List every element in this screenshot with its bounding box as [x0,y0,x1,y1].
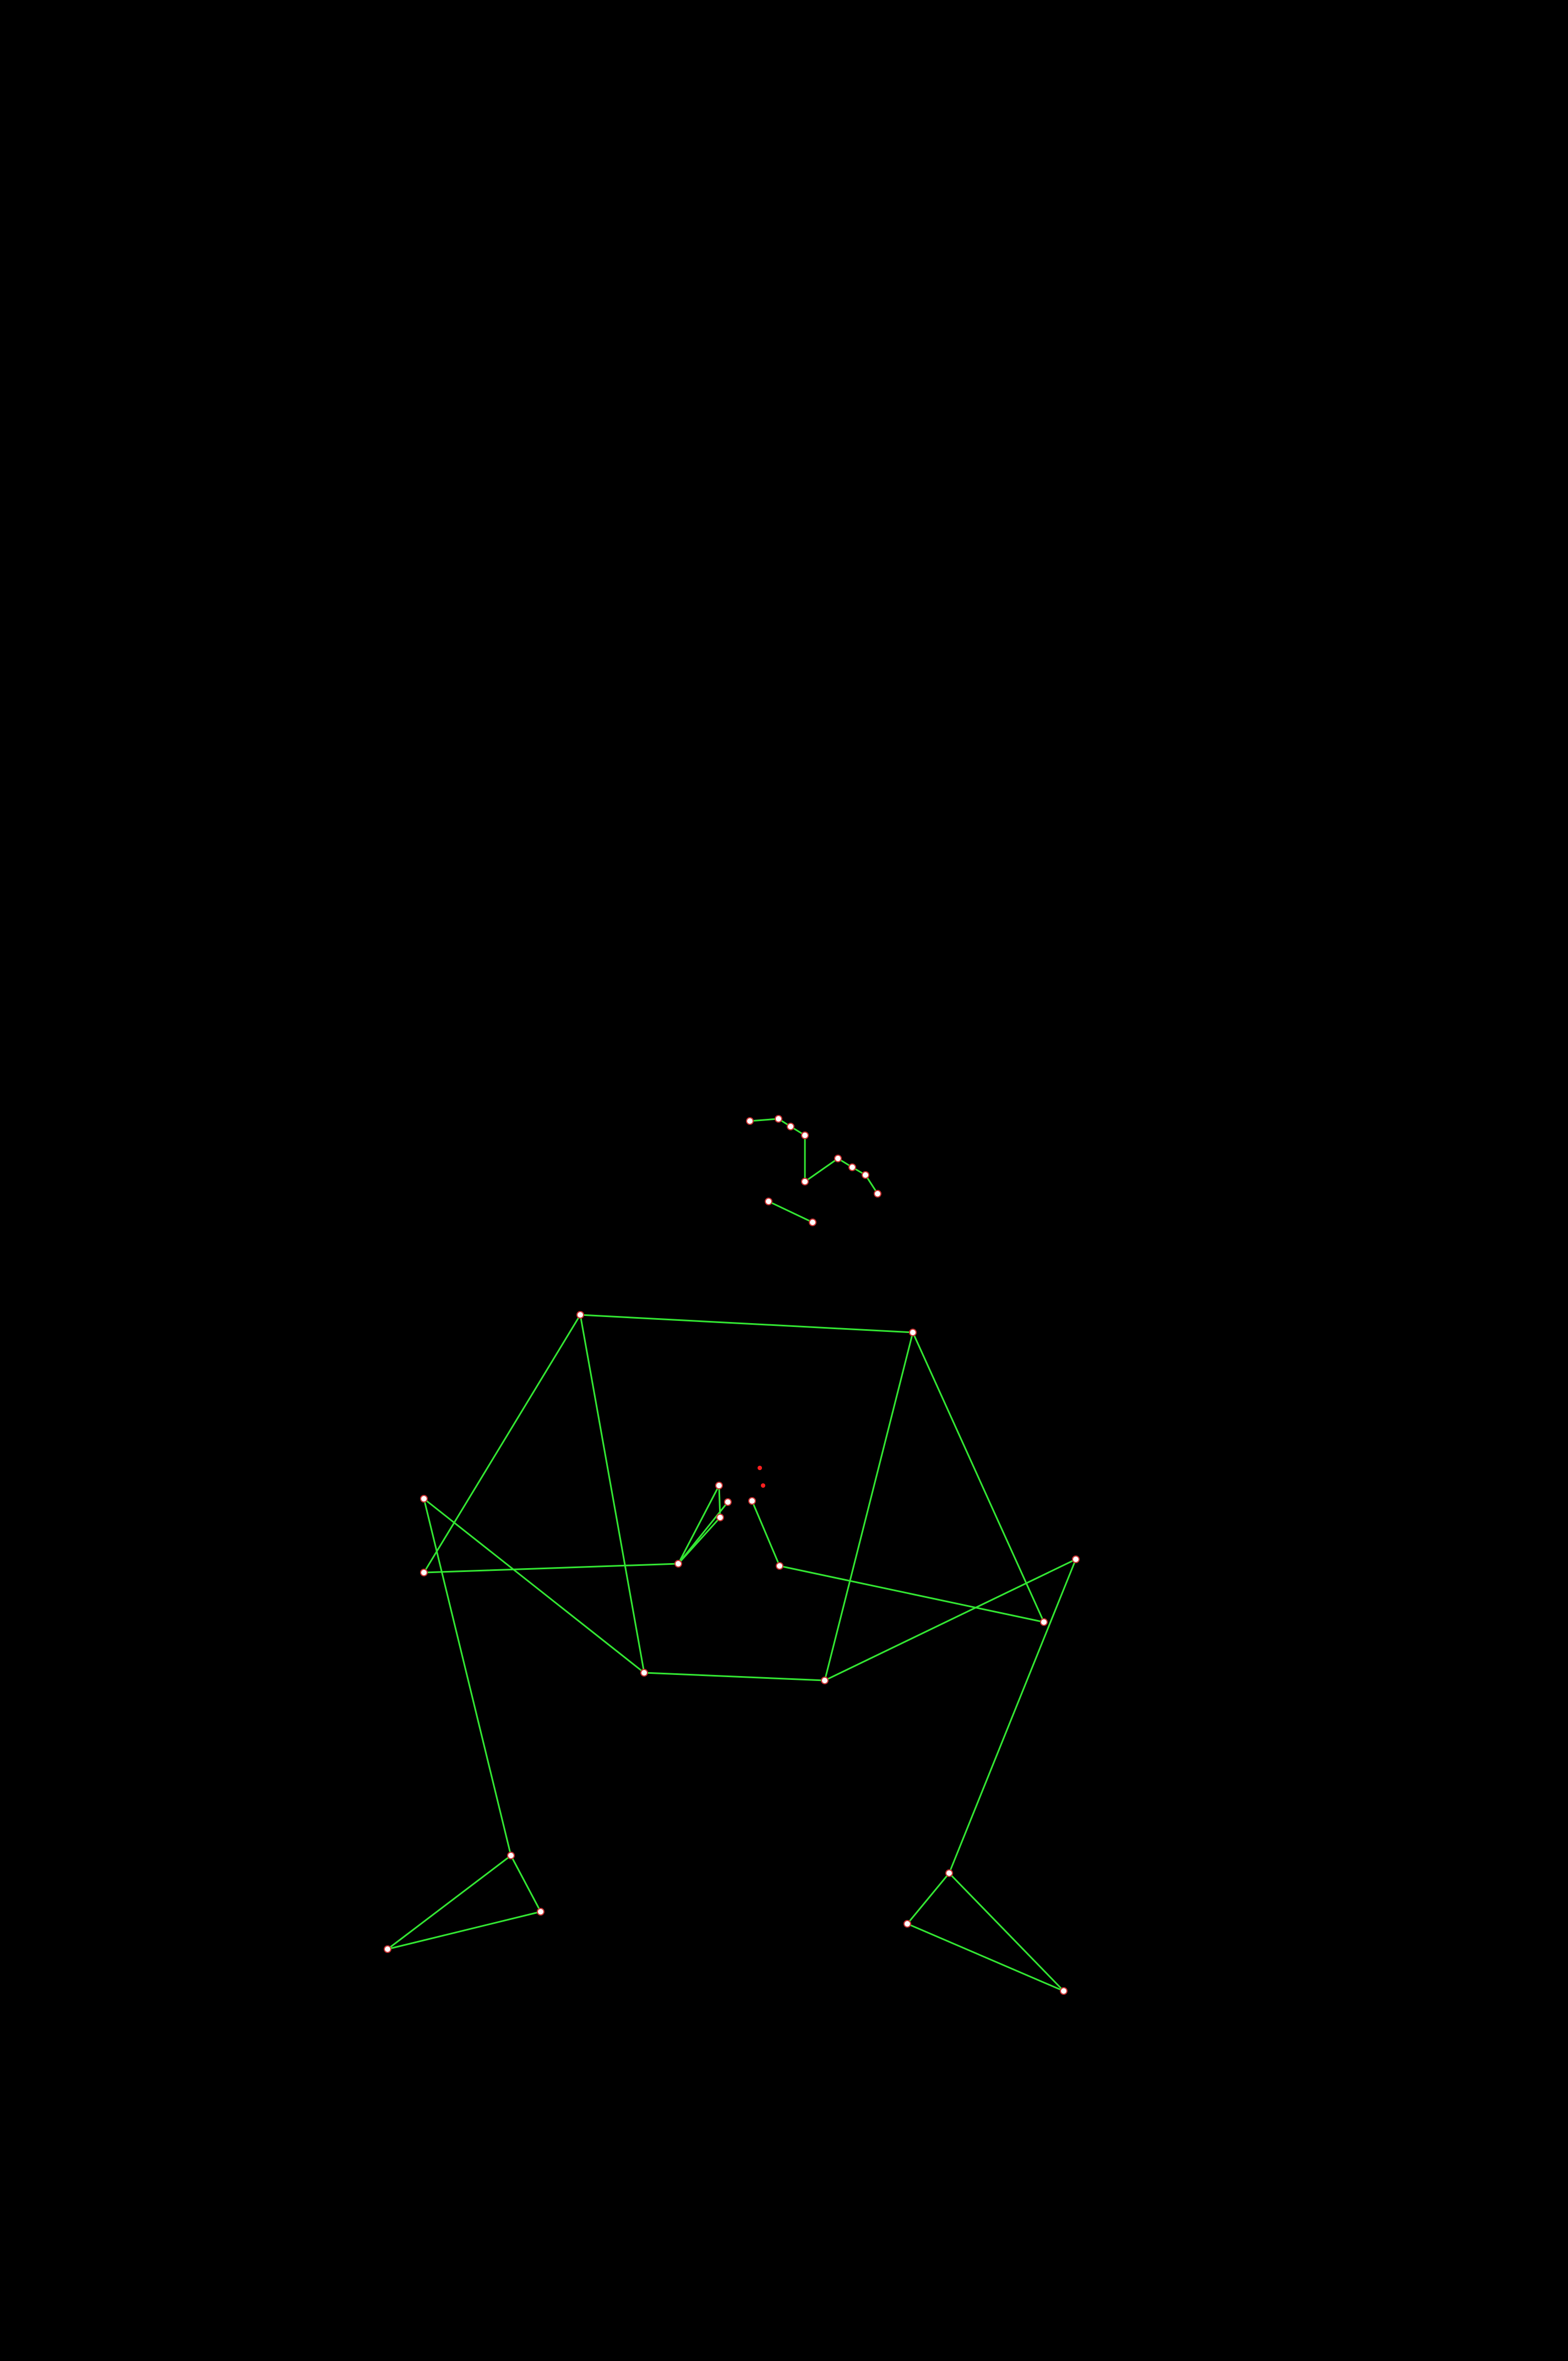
bone-mouth-left-to-mouth-right [767,1200,814,1223]
stray-point-stray-1 [758,1466,762,1470]
joint-left-shoulder [576,1311,584,1319]
bone-left-shoulder-to-left-elbow [423,1314,581,1574]
bone-face-5-to-face-6 [804,1157,839,1183]
bone-left-ankle-to-left-heel [510,1854,542,1913]
bone-right-heel-to-right-foot-index [906,1923,1065,1992]
bone-left-wrist-to-left-hand-tip-3 [677,1516,721,1565]
joint-face-8 [862,1171,869,1179]
joint-right-hip [821,1677,829,1684]
stray-point-stray-2 [761,1483,765,1488]
bone-right-elbow-to-right-wrist [778,1565,1045,1623]
joint-right-elbow [1040,1618,1048,1626]
bone-left-wrist-to-left-hand-tip-1 [677,1484,720,1565]
joints-layer [384,1115,1080,1995]
bone-right-hip-to-right-knee [824,1558,1077,1682]
joint-face-4 [801,1131,809,1139]
bone-left-hip-to-right-hip [643,1672,826,1682]
bone-left-elbow-to-left-wrist [423,1563,679,1574]
joint-right-wrist [776,1562,783,1570]
joint-face-9 [874,1190,881,1198]
bone-left-shoulder-to-right-shoulder [579,1314,914,1334]
joint-left-wrist [674,1560,682,1568]
joint-left-hand-tip-2 [724,1498,732,1506]
bone-left-heel-to-left-foot-index [386,1911,542,1950]
joint-left-hand-tip-1 [715,1482,723,1489]
joint-right-heel [903,1920,911,1928]
bone-left-hand-tip-1-to-left-hand-tip-3 [718,1484,721,1519]
bone-right-shoulder-to-right-elbow [912,1331,1045,1623]
joint-face-2 [775,1115,782,1123]
joint-left-foot-index [384,1945,391,1953]
bones-layer [386,1118,1077,1992]
bone-left-knee-to-left-ankle [423,1498,512,1857]
joint-right-knee [1072,1555,1080,1563]
joint-face-1 [746,1117,754,1125]
joint-right-ankle [945,1869,953,1877]
bone-left-shoulder-to-left-hip [579,1314,645,1674]
bone-left-ankle-to-left-foot-index [386,1854,512,1950]
joint-left-hand-tip-3 [716,1514,724,1521]
joint-left-elbow [420,1569,428,1576]
bone-face-1-to-face-2 [749,1118,780,1122]
bone-right-ankle-to-right-foot-index [948,1872,1065,1992]
bone-left-hip-to-left-knee [423,1498,645,1674]
joint-right-hand-tip [748,1497,756,1505]
joint-left-hip [640,1669,648,1677]
bone-right-shoulder-to-right-hip [824,1331,914,1682]
joint-face-6 [834,1155,842,1162]
joint-left-heel [537,1908,545,1916]
joint-mouth-right [809,1218,816,1226]
stray-points-layer [758,1466,765,1488]
joint-left-ankle [507,1852,515,1859]
joint-face-7 [848,1163,856,1171]
joint-face-5 [801,1178,809,1185]
joint-face-3 [787,1123,794,1130]
bone-right-knee-to-right-ankle [948,1558,1077,1874]
joint-right-shoulder [909,1329,917,1336]
joint-mouth-left [765,1198,772,1205]
joint-right-foot-index [1060,1987,1068,1995]
bone-right-wrist-to-right-hand-tip [751,1500,781,1567]
joint-left-knee [420,1495,428,1503]
bone-right-ankle-to-right-heel [906,1872,950,1925]
